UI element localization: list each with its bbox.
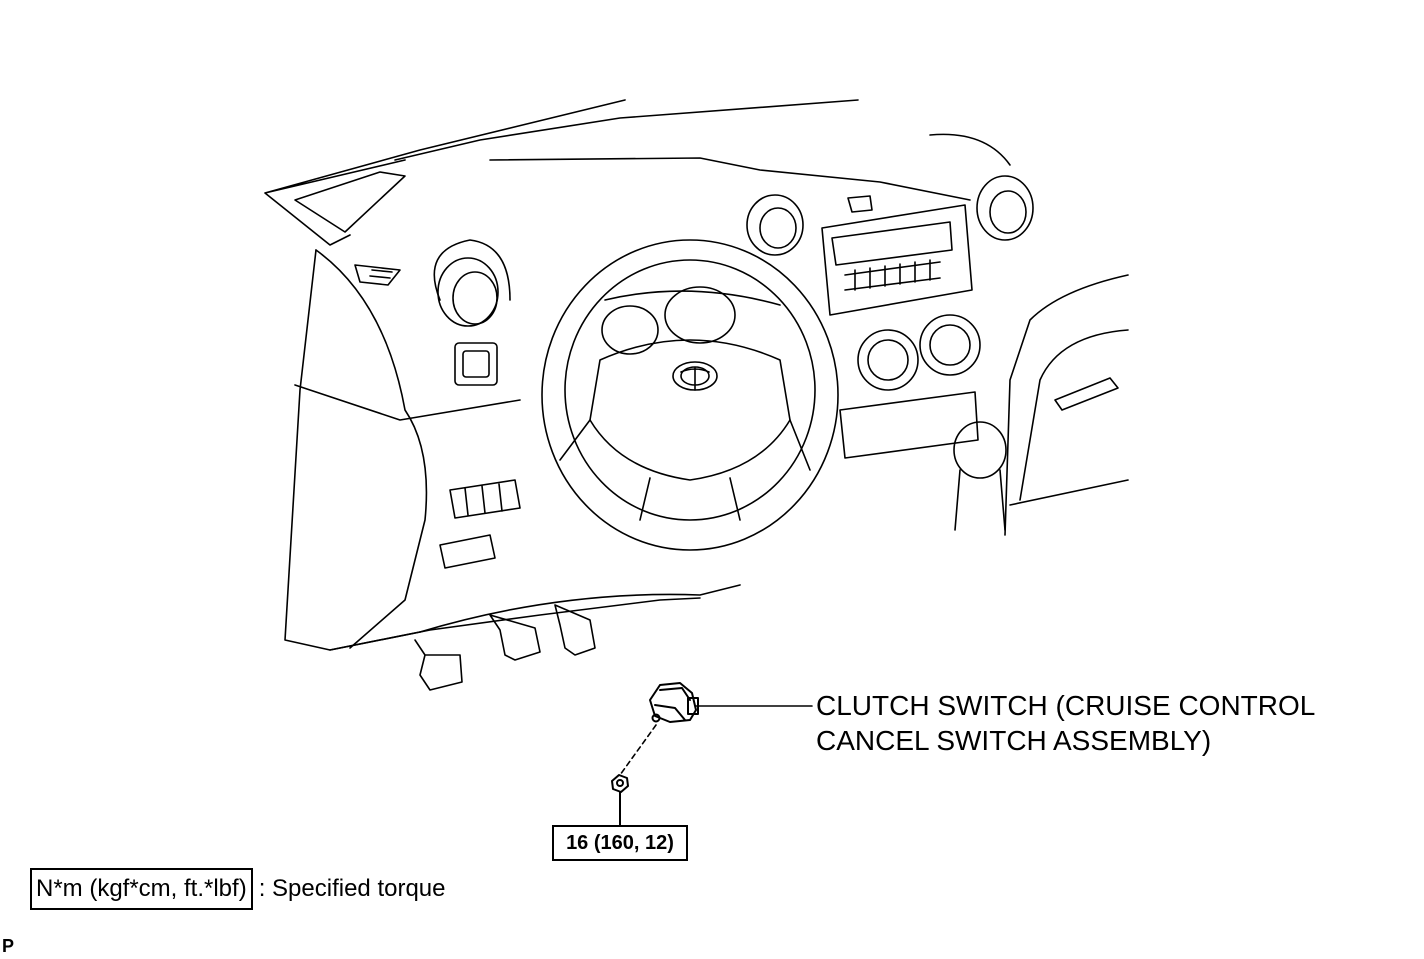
air-vent-icon <box>433 239 511 327</box>
left-dash-panel <box>284 249 521 651</box>
part-callout-label: CLUTCH SWITCH (CRUISE CONTROL CANCEL SWI… <box>816 688 1315 758</box>
dashboard-top-edge <box>264 99 1011 246</box>
part-label-line2: CANCEL SWITCH ASSEMBLY) <box>816 725 1212 756</box>
lower-switches <box>439 479 521 569</box>
part-label-line1: CLUTCH SWITCH (CRUISE CONTROL <box>816 690 1316 721</box>
hazard-switch <box>454 342 498 386</box>
clutch-switch-icon <box>649 682 699 723</box>
radio-icon <box>821 204 973 316</box>
left-air-vent <box>354 264 401 286</box>
toyota-emblem-icon <box>672 361 718 391</box>
illustration-code: P <box>2 936 15 956</box>
shift-knob-icon <box>953 421 1007 531</box>
torque-legend: N*m (kgf*cm, ft.*lbf) : Specified torque <box>30 868 446 910</box>
climate-knobs <box>839 314 981 459</box>
install-direction-line <box>619 724 657 776</box>
right-console <box>1004 274 1129 536</box>
nut-icon <box>611 774 629 793</box>
center-vents <box>746 175 1034 256</box>
torque-value-box: 16 (160, 12) <box>552 825 688 861</box>
lower-dash-edge <box>329 597 701 651</box>
steering-wheel-icon <box>541 239 839 551</box>
pedal-icon <box>414 604 596 691</box>
legend-description: : Specified torque <box>258 875 446 902</box>
legend-unit-box: N*m (kgf*cm, ft.*lbf) <box>30 868 253 910</box>
